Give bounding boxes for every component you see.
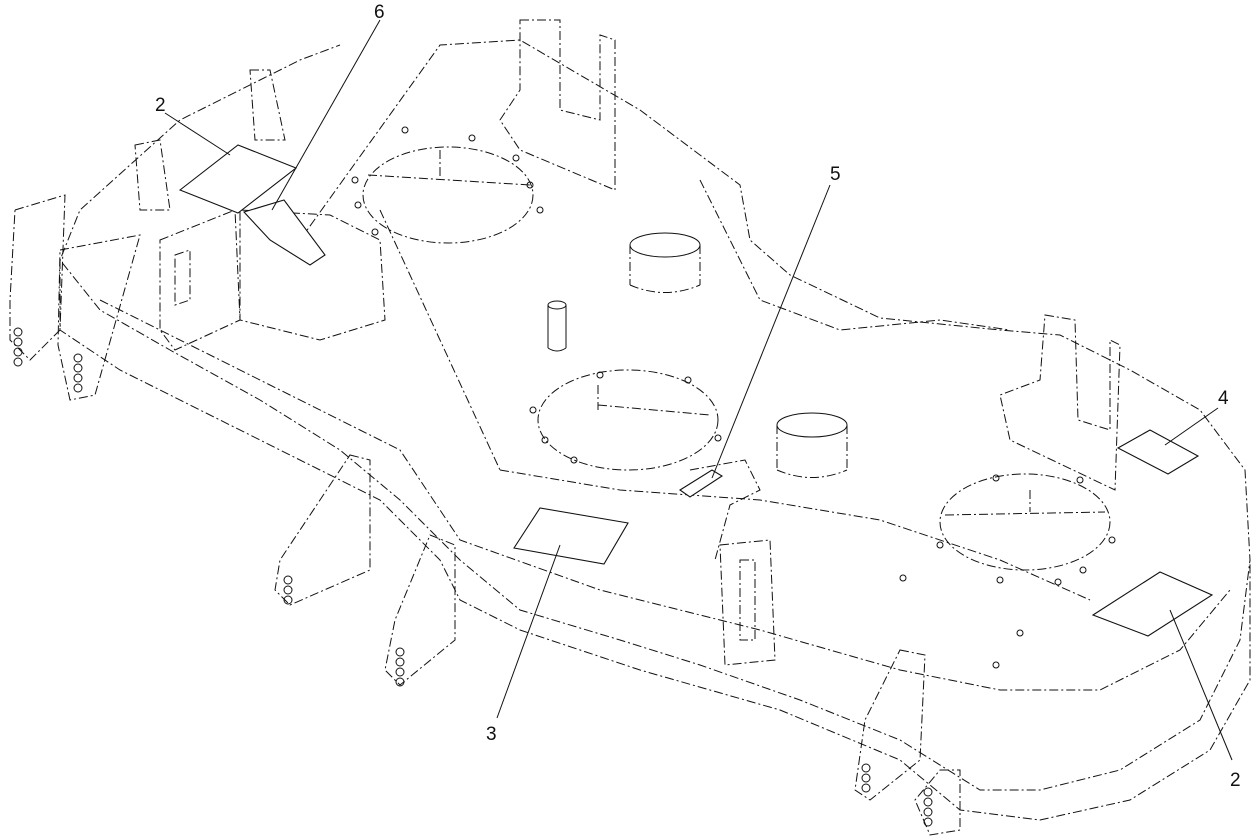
center-spindle-detail [597, 385, 711, 416]
hub-right-body [776, 425, 848, 478]
leader-5 [711, 184, 831, 479]
leader-3 [496, 544, 561, 719]
pin [547, 305, 567, 352]
leader-4 [1164, 407, 1219, 446]
decal-6 [242, 199, 326, 266]
arm-front-3 [854, 649, 926, 801]
callout-2-left: 2 [155, 95, 166, 116]
deck-mid-line [99, 299, 1231, 691]
bracket-rear-right [999, 314, 1121, 491]
arm-left-2 [57, 234, 141, 401]
callout-3: 3 [486, 724, 497, 745]
arm-front-4 [914, 769, 961, 836]
decal-2-right [1091, 571, 1214, 637]
holes-arm-left-1 [13, 327, 23, 367]
arm-front-1 [274, 454, 371, 606]
decal-5 [679, 469, 724, 498]
holes-arm-front-3 [861, 763, 871, 793]
callout-6: 6 [374, 2, 385, 23]
right-spindle-opening [939, 473, 1111, 571]
leader-6 [271, 19, 381, 211]
bracket-left-tower [159, 209, 241, 351]
callout-4: 4 [1218, 388, 1229, 409]
left-spindle-detail [367, 150, 531, 186]
center-spindle-opening [537, 369, 719, 471]
deck-top-plate [59, 39, 1251, 791]
hub-center-body [629, 245, 701, 293]
right-spindle-detail [944, 490, 1106, 516]
deck-rear-edge [379, 179, 1011, 471]
leader-2-right [1169, 609, 1233, 761]
bracket-center [719, 539, 776, 666]
holes-arm-left-2 [73, 353, 83, 393]
decal-4 [1116, 429, 1200, 475]
holes-arm-front-1 [283, 575, 293, 605]
decal-3 [513, 507, 629, 565]
callout-5: 5 [830, 164, 841, 185]
callout-2-right: 2 [1230, 770, 1241, 791]
deck-bolt-holes [351, 126, 1116, 669]
bracket-left-box [239, 209, 386, 341]
arm-left-1 [9, 194, 66, 361]
arm-left-3 [134, 69, 286, 211]
left-spindle-opening [362, 146, 534, 244]
holes-arm-front-2 [395, 647, 405, 687]
hub-center-top [629, 232, 701, 258]
arm-front-2 [384, 534, 456, 686]
holes-arm-front-4 [923, 787, 933, 827]
deck-front-skirt [59, 260, 1251, 821]
pin-top [547, 300, 567, 310]
bracket-rear-left [499, 19, 616, 191]
hub-right-top [776, 412, 848, 438]
leader-2-left [164, 112, 231, 156]
bracket-center-small [689, 459, 761, 561]
